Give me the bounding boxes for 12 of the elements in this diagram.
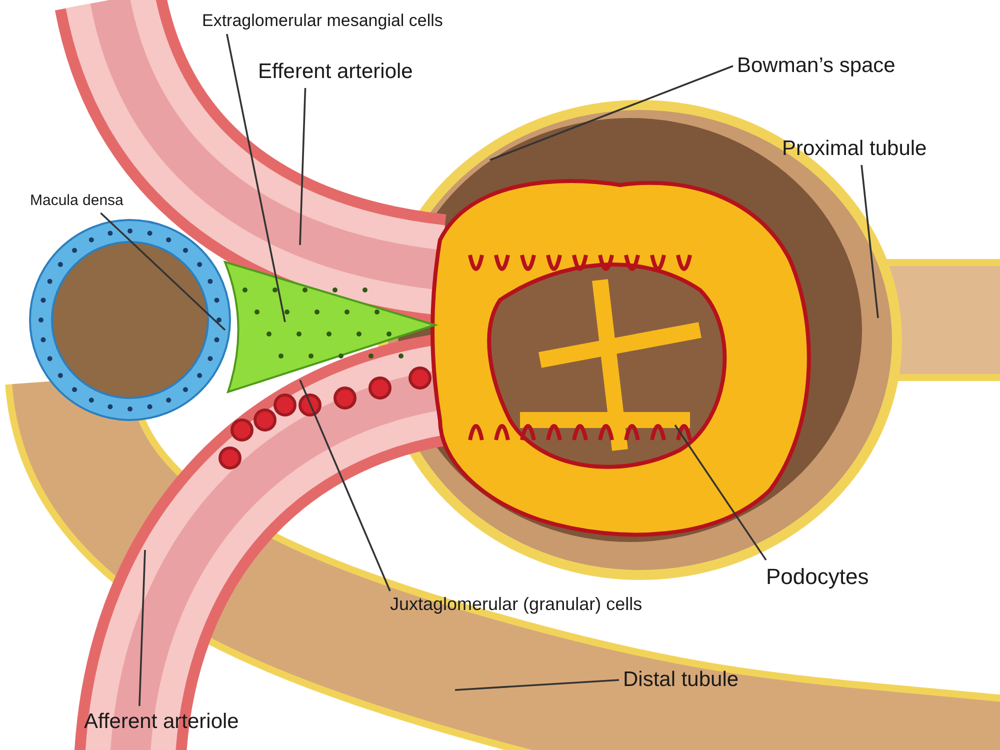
part-label: Efferent arteriole [258,59,413,85]
leader-line [454,679,620,691]
leader-line [138,550,146,706]
part-label: Distal tubule [623,667,739,693]
leader-line [860,164,879,318]
part-label: Extraglomerular mesangial cells [202,10,443,32]
part-label: Macula densa [30,191,124,211]
leader-line [299,88,306,246]
leader-line [226,34,286,322]
part-label: Bowman’s space [737,53,896,79]
leader-line [490,65,734,161]
part-label: Podocytes [766,563,869,591]
